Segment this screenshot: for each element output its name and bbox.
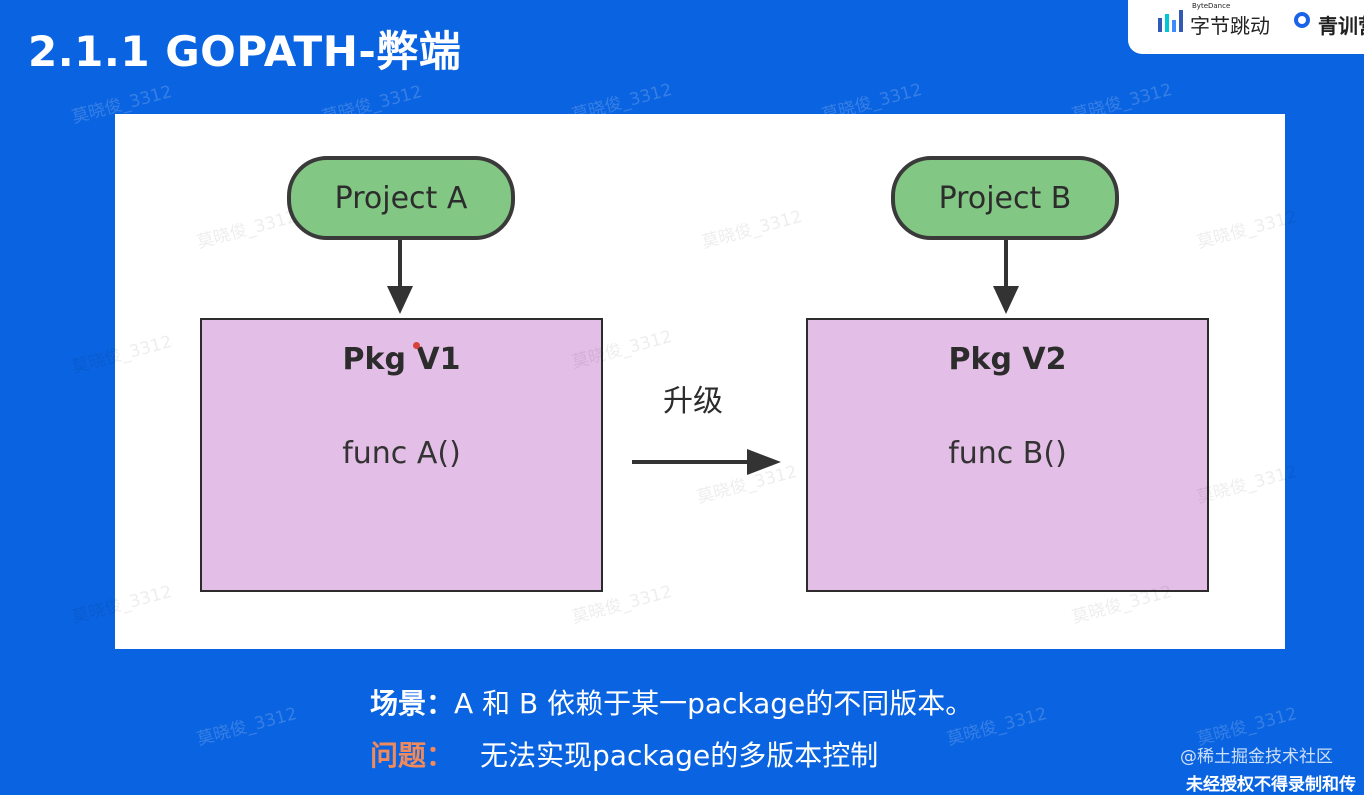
arrowhead-project-a (387, 286, 413, 314)
pkg-v1-func: func A() (342, 436, 461, 471)
project-b-node: Project B (891, 156, 1119, 240)
arrowhead-project-b (993, 286, 1019, 314)
problem-text: 无法实现package的多版本控制 (480, 739, 879, 772)
diagram-panel: Project A Project B Pkg V1 func A() Pkg … (115, 114, 1285, 649)
brand-bytedance-small: ByteDance (1192, 2, 1231, 10)
copyright-notice: 未经授权不得录制和传 (1186, 775, 1356, 795)
pkg-v2-title: Pkg V2 (948, 342, 1067, 377)
problem-label: 问题： (370, 739, 455, 772)
brand-camp: 青训营 (1318, 14, 1364, 38)
upgrade-label: 升级 (663, 384, 723, 419)
project-a-node: Project A (287, 156, 515, 240)
pkg-v2-box: Pkg V2 func B() (806, 318, 1209, 592)
caption-scene: 场景：A 和 B 依赖于某一package的不同版本。 (370, 682, 973, 722)
watermark: 莫晓俊_3312 (194, 703, 300, 750)
bytedance-logo-icon (1158, 10, 1183, 32)
scene-label: 场景： (370, 687, 455, 720)
caption-problem: 问题： 无法实现package的多版本控制 (370, 734, 878, 774)
juejin-credit: @稀土掘金技术社区 (1180, 747, 1333, 767)
pkg-v1-title: Pkg V1 (342, 342, 461, 377)
brand-bytedance: 字节跳动 (1190, 14, 1270, 38)
upgrade-arrowhead (747, 449, 781, 475)
brand-bar: ByteDance 字节跳动 青训营 (1128, 0, 1364, 54)
pkg-v2-func: func B() (948, 436, 1067, 471)
laser-pointer-dot (413, 342, 420, 349)
camp-logo-icon (1294, 12, 1310, 28)
scene-text: A 和 B 依赖于某一package的不同版本。 (454, 687, 974, 720)
diagram-arrows (387, 240, 1019, 475)
pkg-v1-box: Pkg V1 func A() (200, 318, 603, 592)
slide-title: 2.1.1 GOPATH-弊端 (28, 27, 462, 76)
